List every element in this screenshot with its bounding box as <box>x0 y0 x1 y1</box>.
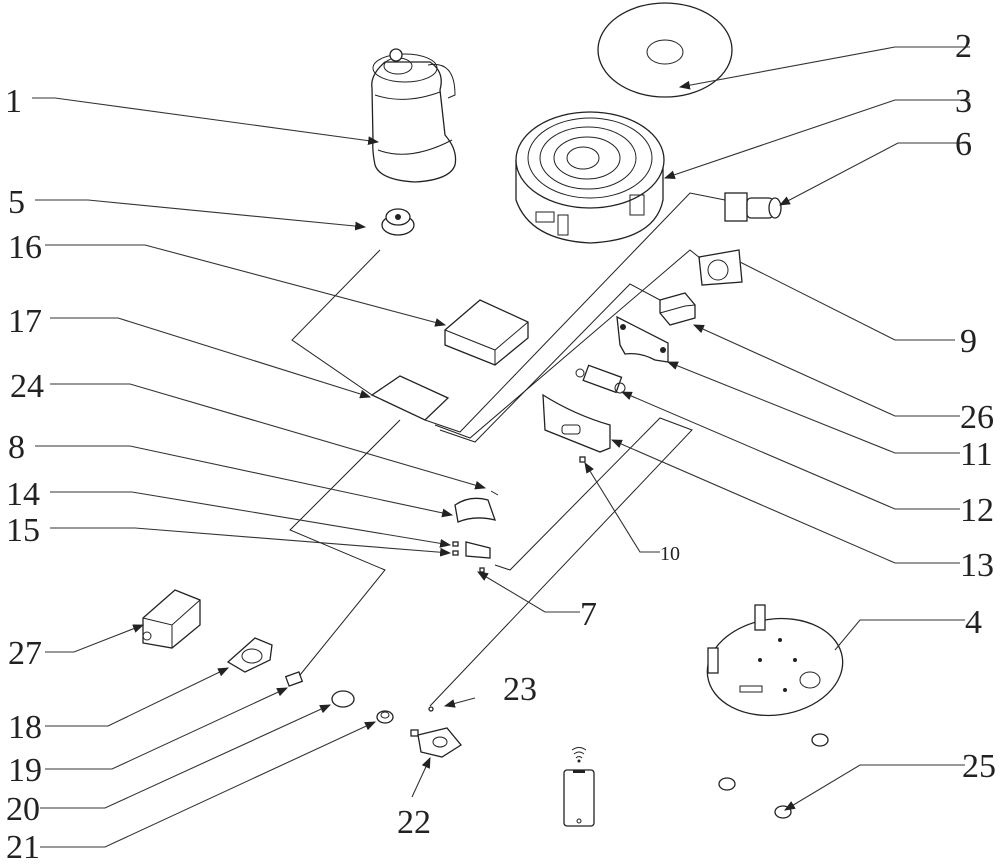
callout-17: 17 <box>8 303 42 340</box>
callout-19: 19 <box>8 752 42 789</box>
callout-labels: 1 2 3 6 5 16 17 24 8 14 15 7 9 26 11 12 … <box>5 28 996 865</box>
callout-6: 6 <box>955 126 972 163</box>
callout-14: 14 <box>6 476 40 513</box>
callout-16: 16 <box>8 229 42 266</box>
sensor-holder-part <box>226 637 273 673</box>
mount-block-part <box>410 727 462 758</box>
callout-2: 2 <box>955 28 972 65</box>
cover-plate-part <box>444 299 529 366</box>
motor-part <box>575 364 626 394</box>
coupler-part <box>381 208 415 236</box>
callout-26: 26 <box>960 399 994 436</box>
base-housing-part <box>515 111 665 244</box>
foot-pads <box>718 733 829 819</box>
callout-11: 11 <box>960 436 993 473</box>
callout-25: 25 <box>962 748 996 785</box>
callout-7: 7 <box>580 596 597 633</box>
callout-15: 15 <box>6 512 40 549</box>
small-chip-part <box>284 671 304 687</box>
cube-part <box>659 292 696 326</box>
indicator-parts <box>452 541 491 573</box>
kettle-part <box>371 48 457 183</box>
control-board-part <box>370 375 450 421</box>
front-panel-part <box>542 393 611 453</box>
callout-18: 18 <box>8 709 42 746</box>
callout-5: 5 <box>8 184 25 221</box>
tiny-pin-part <box>428 706 434 712</box>
callout-20: 20 <box>6 791 40 828</box>
callout-9: 9 <box>960 323 977 360</box>
insulation-disc-part <box>597 2 733 98</box>
pin-part <box>579 456 586 463</box>
seal-ring-part <box>376 710 394 724</box>
callout-21: 21 <box>6 829 40 865</box>
callout-24: 24 <box>10 368 44 405</box>
small-element-part <box>490 490 499 496</box>
connector-socket-part <box>724 192 782 222</box>
leader-lines <box>32 46 970 848</box>
bracket-shield-part <box>142 589 201 649</box>
callout-4: 4 <box>965 604 982 641</box>
board-bracket-part <box>616 315 669 363</box>
key-cap-part <box>454 497 497 523</box>
callout-27: 27 <box>8 635 42 672</box>
callout-8: 8 <box>8 429 25 466</box>
callout-22: 22 <box>397 804 431 841</box>
callout-13: 13 <box>960 547 994 584</box>
callout-1: 1 <box>5 83 22 120</box>
smartphone-icon <box>563 747 595 827</box>
wire-paths <box>289 192 726 707</box>
callout-3: 3 <box>955 83 972 120</box>
round-sensor-part <box>331 690 355 708</box>
callout-10: 10 <box>660 543 680 565</box>
block-part <box>698 249 743 286</box>
main-circuit-board-part <box>706 604 844 717</box>
callout-23: 23 <box>503 671 537 708</box>
callout-12: 12 <box>960 492 994 529</box>
